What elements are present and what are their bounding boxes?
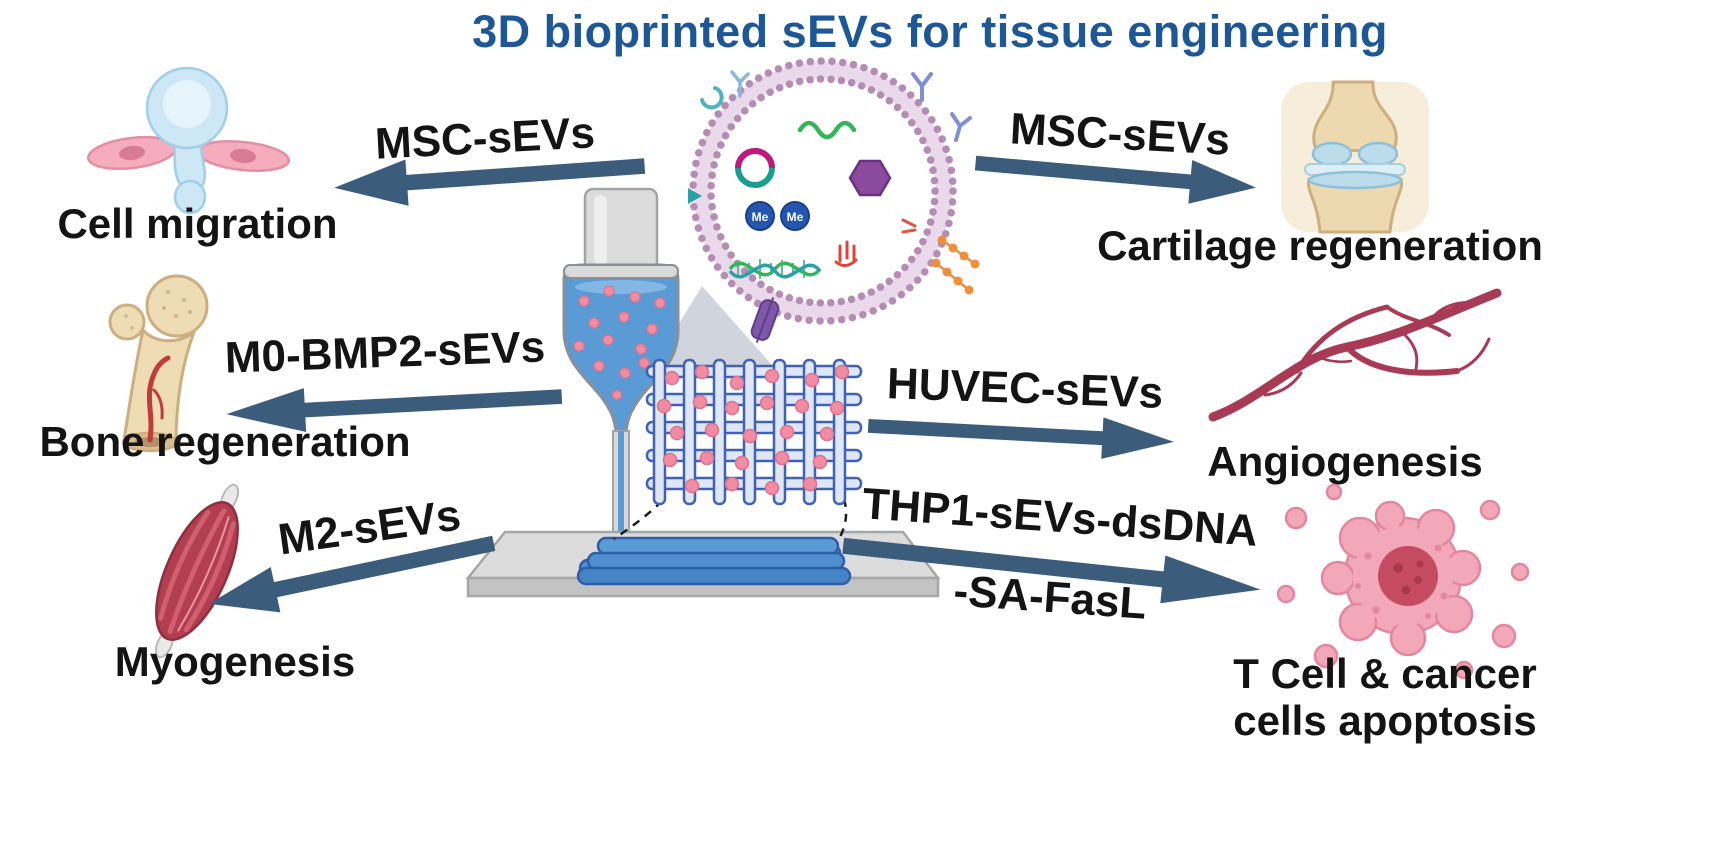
caption-cell-migration: Cell migration: [57, 200, 338, 247]
caption-apoptosis-line2: cells apoptosis: [1233, 697, 1537, 745]
arrow-to-bone-regeneration: [226, 388, 563, 433]
arrow-to-cell-migration: [334, 158, 646, 206]
me-label-2: Me: [787, 210, 804, 224]
arrow-to-myogenesis: [208, 535, 496, 613]
protein-hexagon-icon: [848, 159, 892, 197]
sev-particles-in-ink: [573, 285, 666, 401]
channel-protein-icon: [750, 297, 780, 343]
caption-bone-regeneration: Bone regeneration: [39, 418, 411, 465]
muscle-icon: [154, 483, 240, 659]
caption-angiogenesis: Angiogenesis: [1207, 438, 1483, 485]
figure-title: 3D bioprinted sEVs for tissue engineerin…: [472, 6, 1388, 57]
arrow-to-angiogenesis: [867, 417, 1174, 459]
glycolipid-chain-icons: [931, 235, 980, 295]
caption-apoptosis: T Cell & cancer cells apoptosis: [1165, 650, 1605, 744]
mirna-icon: [834, 240, 858, 267]
antibody-icons: [911, 72, 972, 142]
plasmid-icon: [735, 148, 775, 188]
bone-icon: [108, 274, 209, 453]
mrna-icon: [797, 120, 857, 140]
cell-migration-icon: [87, 66, 291, 215]
methyl-bead-icons: Me Me: [745, 201, 810, 231]
arrow-to-apoptosis: [842, 537, 1261, 604]
blood-vessels-icon: [1208, 288, 1502, 422]
caption-cartilage-regeneration: Cartilage regeneration: [1097, 222, 1543, 269]
bioprinter-icon: [465, 187, 941, 598]
sev-particles-in-scaffold: [656, 364, 850, 496]
glycan-crescent-icon: [700, 86, 724, 110]
apoptotic-cell-icon: [1276, 483, 1530, 680]
scaffold-lattice-icon: [645, 358, 863, 506]
knee-joint-icon: [1281, 80, 1429, 234]
teal-wedge-icon: [688, 188, 702, 204]
caption-myogenesis: Myogenesis: [114, 638, 356, 685]
caption-apoptosis-line1: T Cell & cancer: [1233, 650, 1537, 697]
receptor-fork-icon: [730, 70, 750, 98]
dna-icon: [728, 259, 822, 279]
red-receptor-icon: [901, 218, 917, 234]
printed-construct: [576, 536, 852, 586]
exosome-icon: Me Me: [688, 57, 980, 343]
magnifier-callout-triangle: [648, 286, 780, 374]
me-label-1: Me: [752, 210, 769, 224]
arrow-to-cartilage-regeneration: [974, 155, 1256, 204]
